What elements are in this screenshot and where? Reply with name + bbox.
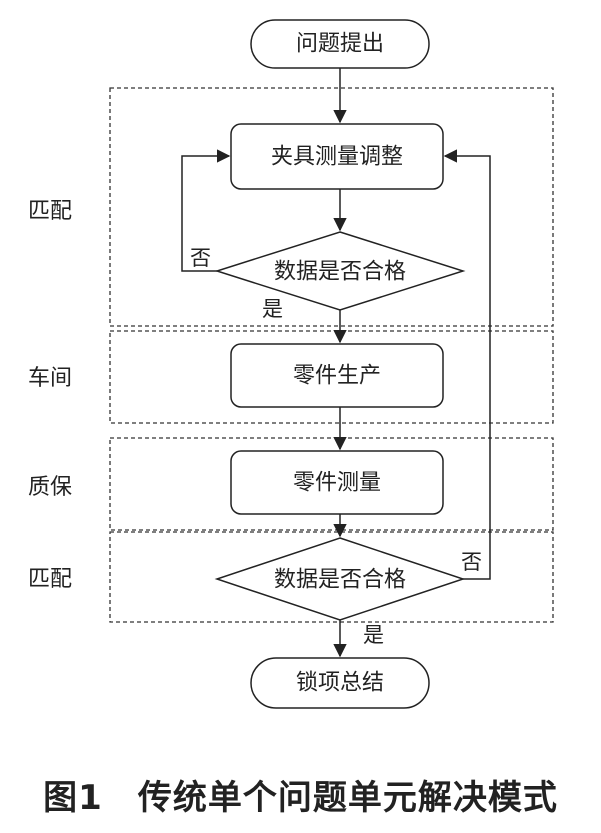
- start-label: 问题提出: [296, 32, 384, 57]
- lane-label-quality: 质保: [28, 475, 72, 500]
- lane-box-match-1: [109, 87, 554, 327]
- lane-box-workshop: [109, 330, 554, 424]
- end-terminator: [250, 657, 430, 709]
- fixture-adjust-box: [230, 123, 444, 190]
- part-production-box: [230, 343, 444, 408]
- edge-decision-2-no: [443, 149, 491, 580]
- decision-2-yes-label: 是: [363, 623, 384, 647]
- part-measure-box: [230, 450, 444, 515]
- decision-1-yes-label: 是: [262, 297, 283, 321]
- flowchart-diagram: 匹配 车间 质保 匹配 问题提出 夹具测量调整 数据是否合格 否 是 零件生产 …: [28, 19, 554, 709]
- lane-label-match-1: 匹配: [28, 199, 72, 224]
- end-label: 锁项总结: [296, 671, 384, 696]
- lane-box-quality: [109, 437, 554, 531]
- edge-decision-1-no: [181, 149, 231, 272]
- part-measure-label: 零件测量: [293, 471, 381, 496]
- fixture-adjust-label: 夹具测量调整: [271, 145, 403, 170]
- decision-1-no-label: 否: [190, 246, 211, 270]
- decision-2-label: 数据是否合格: [274, 568, 406, 593]
- decision-2-no-label: 否: [461, 550, 482, 574]
- decision-1-label: 数据是否合格: [274, 260, 406, 285]
- part-production-label: 零件生产: [293, 364, 381, 389]
- figure-caption: 图1 传统单个问题单元解决模式: [43, 778, 558, 818]
- lane-label-match-2: 匹配: [28, 567, 72, 592]
- lane-label-workshop: 车间: [28, 366, 72, 391]
